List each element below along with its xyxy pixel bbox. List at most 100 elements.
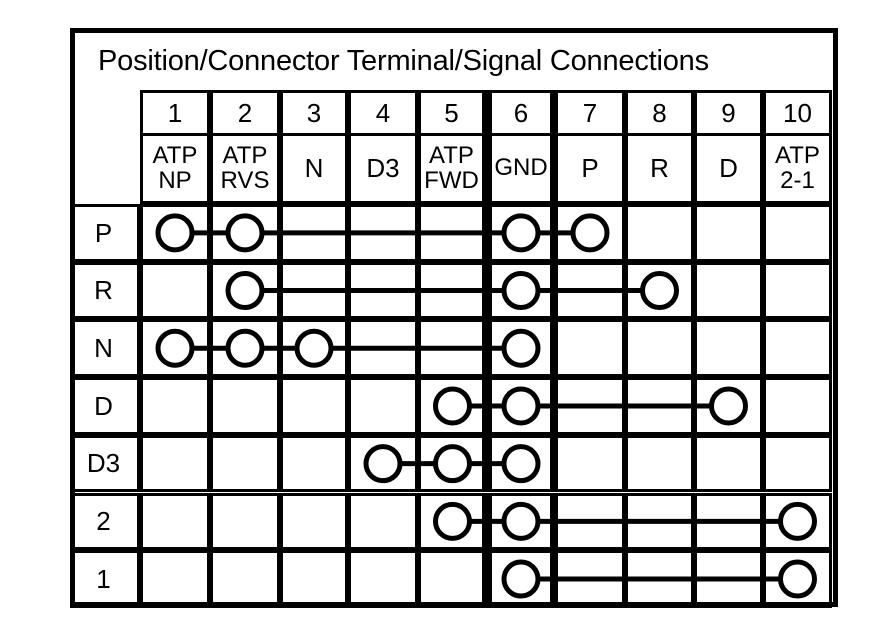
column-header-signal-6: GND: [487, 136, 555, 204]
cell-D3-3[interactable]: [280, 434, 348, 493]
cell-D3-7[interactable]: [555, 434, 625, 493]
cell-P-6[interactable]: [487, 204, 555, 262]
column-header-signal-10-label: ATP 2-1: [775, 142, 820, 194]
cell-D3-9[interactable]: [694, 434, 763, 493]
cell-N-4[interactable]: [348, 319, 418, 378]
cell-P-2[interactable]: [210, 204, 280, 262]
column-header-signal-8-label: R: [650, 153, 669, 184]
cell-D-3[interactable]: [280, 377, 348, 435]
cell-P-7[interactable]: [555, 204, 625, 262]
row-header-P-label: P: [94, 217, 113, 248]
cell-1-1[interactable]: [140, 550, 210, 608]
cell-N-9[interactable]: [694, 319, 763, 378]
column-header-signal-9: D: [694, 136, 763, 204]
cell-2-1[interactable]: [140, 492, 210, 551]
cell-2-5[interactable]: [418, 492, 487, 551]
page-title: Position/Connector Terminal/Signal Conne…: [98, 45, 709, 77]
cell-D3-4[interactable]: [348, 434, 418, 493]
cell-D-1[interactable]: [140, 377, 210, 435]
cell-N-1[interactable]: [140, 319, 210, 378]
cell-D-9[interactable]: [694, 377, 763, 435]
row-header-1-label: 1: [96, 563, 111, 594]
cell-N-6[interactable]: [487, 319, 555, 378]
cell-1-8[interactable]: [625, 550, 694, 608]
row-header-D-label: D: [94, 390, 113, 421]
cell-D-5[interactable]: [418, 377, 487, 435]
cell-R-2[interactable]: [210, 261, 280, 320]
cell-P-10[interactable]: [763, 204, 832, 262]
column-header-number-2: 2: [210, 90, 280, 136]
column-header-number-6-label: 6: [513, 97, 529, 128]
cell-R-1[interactable]: [140, 261, 210, 320]
cell-1-9[interactable]: [694, 550, 763, 608]
cell-N-7[interactable]: [555, 319, 625, 378]
cell-2-7[interactable]: [555, 492, 625, 551]
column-header-number-5: 5: [418, 90, 487, 136]
cell-P-9[interactable]: [694, 204, 763, 262]
cell-R-5[interactable]: [418, 261, 487, 320]
cell-P-4[interactable]: [348, 204, 418, 262]
row-header-R: R: [70, 261, 140, 320]
cell-1-4[interactable]: [348, 550, 418, 608]
cell-R-8[interactable]: [625, 261, 694, 320]
cell-R-3[interactable]: [280, 261, 348, 320]
column-header-number-5-label: 5: [444, 97, 459, 128]
cell-D3-1[interactable]: [140, 434, 210, 493]
column-header-signal-10: ATP 2-1: [763, 136, 832, 204]
cell-R-9[interactable]: [694, 261, 763, 320]
cell-R-7[interactable]: [555, 261, 625, 320]
column-header-signal-5: ATP FWD: [418, 136, 487, 204]
cell-N-10[interactable]: [763, 319, 832, 378]
row-header-R-label: R: [94, 275, 113, 306]
cell-D3-6[interactable]: [487, 434, 555, 493]
cell-D3-10[interactable]: [763, 434, 832, 493]
column-header-number-4: 4: [348, 90, 418, 136]
column-header-signal-3: N: [280, 136, 348, 204]
cell-2-2[interactable]: [210, 492, 280, 551]
cell-N-8[interactable]: [625, 319, 694, 378]
column-header-number-10-label: 10: [783, 97, 812, 128]
cell-D-8[interactable]: [625, 377, 694, 435]
cell-R-6[interactable]: [487, 261, 555, 320]
cell-D3-8[interactable]: [625, 434, 694, 493]
cell-P-8[interactable]: [625, 204, 694, 262]
cell-D-10[interactable]: [763, 377, 832, 435]
cell-R-4[interactable]: [348, 261, 418, 320]
cell-P-3[interactable]: [280, 204, 348, 262]
cell-R-10[interactable]: [763, 261, 832, 320]
cell-D-7[interactable]: [555, 377, 625, 435]
cell-2-10[interactable]: [763, 492, 832, 551]
column-header-signal-1-label: ATP NP: [152, 142, 198, 194]
cell-N-2[interactable]: [210, 319, 280, 378]
cell-1-7[interactable]: [555, 550, 625, 608]
cell-2-4[interactable]: [348, 492, 418, 551]
column-header-signal-4: D3: [348, 136, 418, 204]
row-header-D3-label: D3: [86, 448, 121, 479]
cell-1-6[interactable]: [487, 550, 555, 608]
cell-N-3[interactable]: [280, 319, 348, 378]
cell-D-6[interactable]: [487, 377, 555, 435]
cell-D3-5[interactable]: [418, 434, 487, 493]
cell-N-5[interactable]: [418, 319, 487, 378]
cell-1-3[interactable]: [280, 550, 348, 608]
cell-2-8[interactable]: [625, 492, 694, 551]
column-header-signal-9-label: D: [719, 153, 738, 184]
cell-D3-2[interactable]: [210, 434, 280, 493]
cell-1-5[interactable]: [418, 550, 487, 608]
cell-1-2[interactable]: [210, 550, 280, 608]
cell-P-1[interactable]: [140, 204, 210, 262]
cell-P-5[interactable]: [418, 204, 487, 262]
cell-2-6[interactable]: [487, 492, 555, 551]
cell-1-10[interactable]: [763, 550, 832, 608]
row-header-D3: D3: [70, 434, 140, 493]
cell-2-9[interactable]: [694, 492, 763, 551]
cell-D-4[interactable]: [348, 377, 418, 435]
row-header-N: N: [70, 319, 140, 378]
row-header-1: 1: [70, 550, 140, 608]
cell-D-2[interactable]: [210, 377, 280, 435]
column-header-number-3: 3: [280, 90, 348, 136]
column-header-number-2-label: 2: [237, 97, 253, 128]
column-header-number-8-label: 8: [652, 97, 667, 128]
cell-2-3[interactable]: [280, 492, 348, 551]
